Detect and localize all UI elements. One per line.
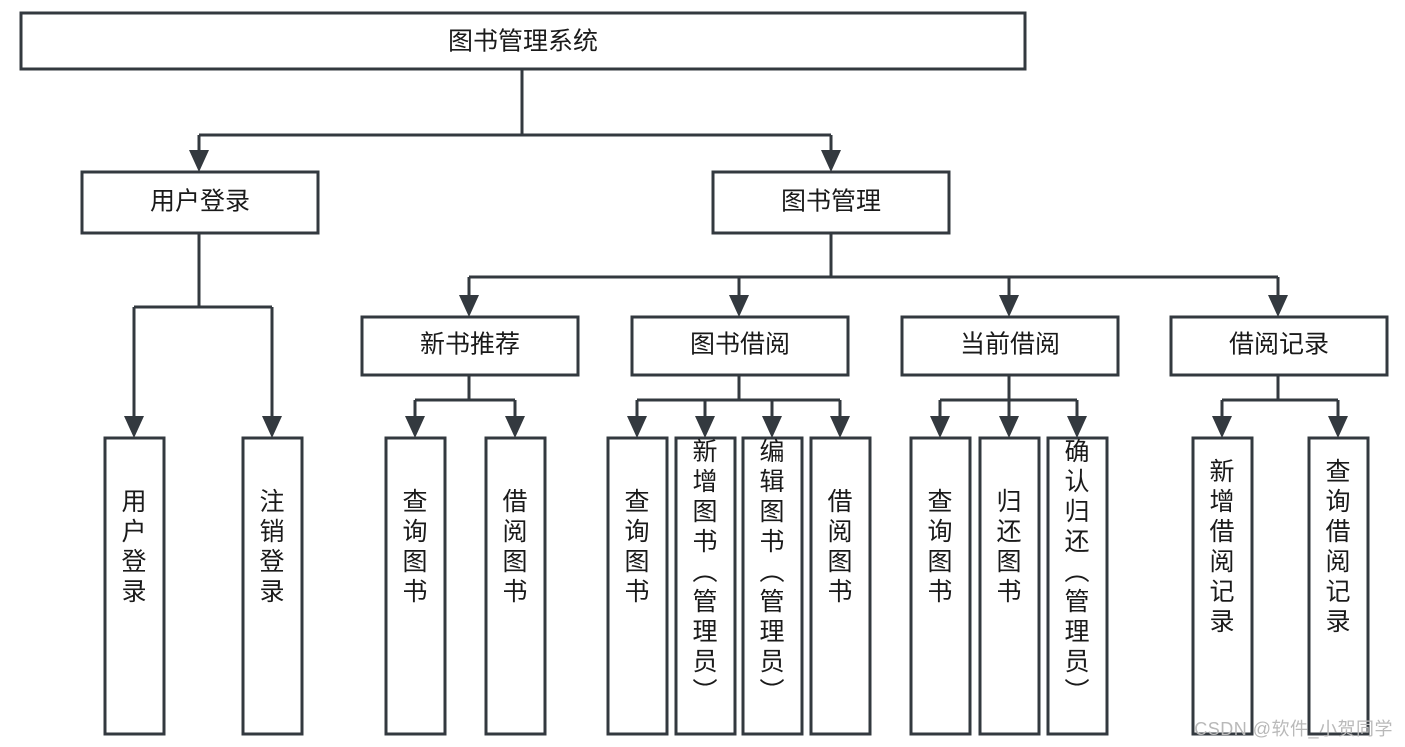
node-leaf-user-login-box[interactable] (103, 436, 166, 736)
arrowhead-leaf-confirm-return (1067, 416, 1087, 438)
node-leaf-query-book-1-box[interactable] (384, 436, 447, 736)
node-book-management-box[interactable] (711, 170, 951, 235)
arrowhead-leaf-query-record (1328, 416, 1348, 438)
node-leaf-query-book-2-label: 查询图书 (624, 488, 649, 606)
arrowhead-leaf-add-book (695, 416, 715, 438)
node-current-borrow-label: 当前借阅 (960, 331, 1060, 359)
node-book-management[interactable]: 图书管理 (711, 170, 951, 235)
node-leaf-confirm-return-box[interactable] (1046, 436, 1109, 736)
node-new-book-recommend-box[interactable] (360, 315, 580, 377)
arrowhead-leaf-query-book-3 (930, 416, 950, 438)
arrowhead-leaf-query-book-1 (405, 416, 425, 438)
node-leaf-query-book-2[interactable]: 查询图书 (606, 436, 669, 736)
node-leaf-borrow-book-1-box[interactable] (484, 436, 547, 736)
node-leaf-query-record-label: 查询借阅记录 (1325, 458, 1350, 636)
node-leaf-query-book-2-box[interactable] (606, 436, 669, 736)
node-leaf-confirm-return-label: 确认归还︵管理员︶ (1064, 438, 1089, 706)
edges-layer (132, 69, 1340, 418)
node-leaf-edit-book-label: 编辑图书︵管理员︶ (759, 438, 784, 706)
node-leaf-edit-book-box[interactable] (741, 436, 804, 736)
node-leaf-borrow-book-1[interactable]: 借阅图书 (484, 436, 547, 736)
node-leaf-logout-login[interactable]: 注销登录 (241, 436, 304, 736)
node-book-borrow-box[interactable] (630, 315, 850, 377)
node-new-book-recommend[interactable]: 新书推荐 (360, 315, 580, 377)
arrowhead-current-borrow (999, 295, 1019, 317)
node-leaf-add-book-box[interactable] (674, 436, 737, 736)
node-leaf-query-book-1[interactable]: 查询图书 (384, 436, 447, 736)
node-leaf-confirm-return[interactable]: 确认归还︵管理员︶ (1046, 436, 1109, 736)
node-leaf-query-book-3[interactable]: 查询图书 (909, 436, 972, 736)
node-current-borrow[interactable]: 当前借阅 (900, 315, 1120, 377)
node-leaf-return-book[interactable]: 归还图书 (978, 436, 1041, 736)
node-book-borrow-label: 图书借阅 (690, 331, 790, 359)
node-leaf-add-record-box[interactable] (1191, 436, 1254, 736)
arrowhead-leaf-return-book (999, 416, 1019, 438)
node-new-book-recommend-label: 新书推荐 (420, 331, 520, 359)
node-leaf-add-record-label: 新增借阅记录 (1209, 458, 1234, 636)
node-root-box[interactable] (19, 11, 1027, 71)
node-leaf-query-book-3-box[interactable] (909, 436, 972, 736)
arrowhead-leaf-edit-book (762, 416, 782, 438)
node-leaf-return-book-box[interactable] (978, 436, 1041, 736)
node-user-login-label: 用户登录 (150, 188, 250, 216)
node-leaf-add-record[interactable]: 新增借阅记录 (1191, 436, 1254, 736)
node-root[interactable]: 图书管理系统 (19, 11, 1027, 71)
node-book-borrow[interactable]: 图书借阅 (630, 315, 850, 377)
arrowhead-leaf-add-record (1212, 416, 1232, 438)
node-leaf-user-login-label: 用户登录 (121, 488, 146, 606)
arrowhead-book-borrow (729, 295, 749, 317)
node-leaf-user-login[interactable]: 用户登录 (103, 436, 166, 736)
arrowhead-user-login (189, 150, 209, 172)
node-book-management-label: 图书管理 (781, 188, 881, 216)
node-leaf-logout-login-label: 注销登录 (259, 488, 284, 606)
node-leaf-query-book-3-label: 查询图书 (927, 488, 952, 606)
arrowhead-book-management (821, 150, 841, 172)
node-leaf-query-record[interactable]: 查询借阅记录 (1307, 436, 1370, 736)
arrowhead-leaf-query-book-2 (627, 416, 647, 438)
arrowhead-new-book-recommend (459, 295, 479, 317)
arrowhead-leaf-logout-login (262, 416, 282, 438)
node-leaf-edit-book[interactable]: 编辑图书︵管理员︶ (741, 436, 804, 736)
node-root-label: 图书管理系统 (448, 28, 598, 56)
arrowhead-leaf-user-login (124, 416, 144, 438)
arrowhead-leaf-borrow-book-1 (505, 416, 525, 438)
arrowhead-leaf-borrow-book-2 (830, 416, 850, 438)
arrowheads-layer (124, 150, 1348, 438)
node-leaf-logout-login-box[interactable] (241, 436, 304, 736)
node-leaf-query-record-box[interactable] (1307, 436, 1370, 736)
node-leaf-query-book-1-label: 查询图书 (402, 488, 427, 606)
node-leaf-borrow-book-1-label: 借阅图书 (502, 488, 527, 606)
arrowhead-borrow-record (1268, 295, 1288, 317)
node-leaf-borrow-book-2-label: 借阅图书 (827, 488, 852, 606)
node-leaf-add-book-label: 新增图书︵管理员︶ (692, 438, 717, 706)
node-borrow-record-box[interactable] (1169, 315, 1389, 377)
node-leaf-borrow-book-2[interactable]: 借阅图书 (809, 436, 872, 736)
node-current-borrow-box[interactable] (900, 315, 1120, 377)
node-leaf-borrow-book-2-box[interactable] (809, 436, 872, 736)
node-borrow-record[interactable]: 借阅记录 (1169, 315, 1389, 377)
node-user-login-box[interactable] (80, 170, 320, 235)
node-leaf-return-book-label: 归还图书 (996, 488, 1021, 606)
node-user-login[interactable]: 用户登录 (80, 170, 320, 235)
node-leaf-add-book[interactable]: 新增图书︵管理员︶ (674, 436, 737, 736)
node-borrow-record-label: 借阅记录 (1229, 331, 1329, 359)
